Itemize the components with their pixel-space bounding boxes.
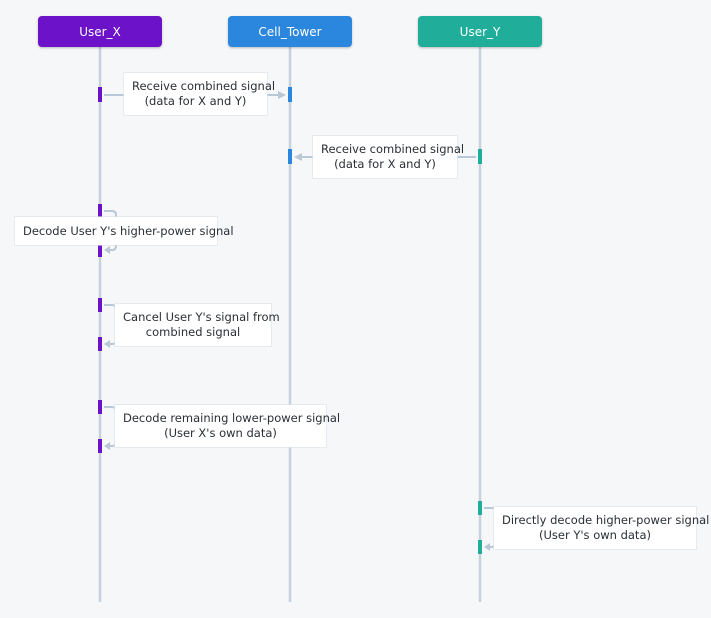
self-loop-arrowhead-6 (484, 543, 490, 551)
message-text-line2: combined signal (145, 325, 241, 339)
activation-user-y-6b (478, 540, 482, 554)
message-label-4: Cancel User Y's signal from combined sig… (115, 304, 280, 346)
actor-cell-tower[interactable]: Cell_Tower (228, 16, 352, 47)
actor-label: User_X (79, 24, 121, 39)
actor-label: Cell_Tower (258, 24, 322, 39)
message-label-3: Decode User Y's higher-power signal (15, 217, 234, 245)
message-label-1: Receive combined signal (data for X and … (124, 73, 276, 115)
message-text-line1: Directly decode higher-power signal (502, 513, 710, 527)
actor-user-x[interactable]: User_X (38, 16, 162, 47)
message-text-line2: (User X's own data) (164, 426, 277, 440)
self-loop-arrowhead-5 (104, 442, 110, 450)
message-text-line1: Decode remaining lower-power signal (123, 411, 341, 425)
activation-user-x-3b (98, 243, 102, 257)
message-text-line2: (data for X and Y) (334, 157, 436, 171)
activation-user-y-6a (478, 501, 482, 515)
activation-cell-tower-1 (288, 87, 292, 102)
activation-user-x-1 (98, 87, 102, 102)
activation-user-x-4a (98, 298, 102, 312)
message-text-line1: Cancel User Y's signal from (123, 310, 280, 324)
activation-user-x-5a (98, 400, 102, 414)
activation-cell-tower-2 (288, 149, 292, 164)
activation-user-y-2 (478, 149, 482, 164)
message-text-line1: Receive combined signal (132, 79, 276, 93)
message-label-2: Receive combined signal (data for X and … (313, 136, 465, 178)
message-label-6: Directly decode higher-power signal (Use… (494, 507, 710, 549)
message-label-5: Decode remaining lower-power signal (Use… (115, 405, 341, 447)
message-text-line1: Receive combined signal (321, 142, 465, 156)
message-text-line2: (data for X and Y) (144, 94, 247, 108)
actor-user-y[interactable]: User_Y (418, 16, 542, 47)
activation-user-x-5b (98, 439, 102, 453)
actor-label: User_Y (459, 24, 501, 39)
self-loop-arrowhead-4 (104, 340, 110, 348)
message-arrowhead-1 (278, 91, 286, 99)
activation-user-x-4b (98, 337, 102, 351)
activation-user-x-3a (98, 204, 102, 218)
self-loop-arrowhead-3 (104, 246, 110, 254)
message-arrowhead-2 (294, 153, 302, 161)
message-text-line1: Decode User Y's higher-power signal (23, 223, 234, 238)
message-text-line2: (User Y's own data) (539, 528, 651, 542)
